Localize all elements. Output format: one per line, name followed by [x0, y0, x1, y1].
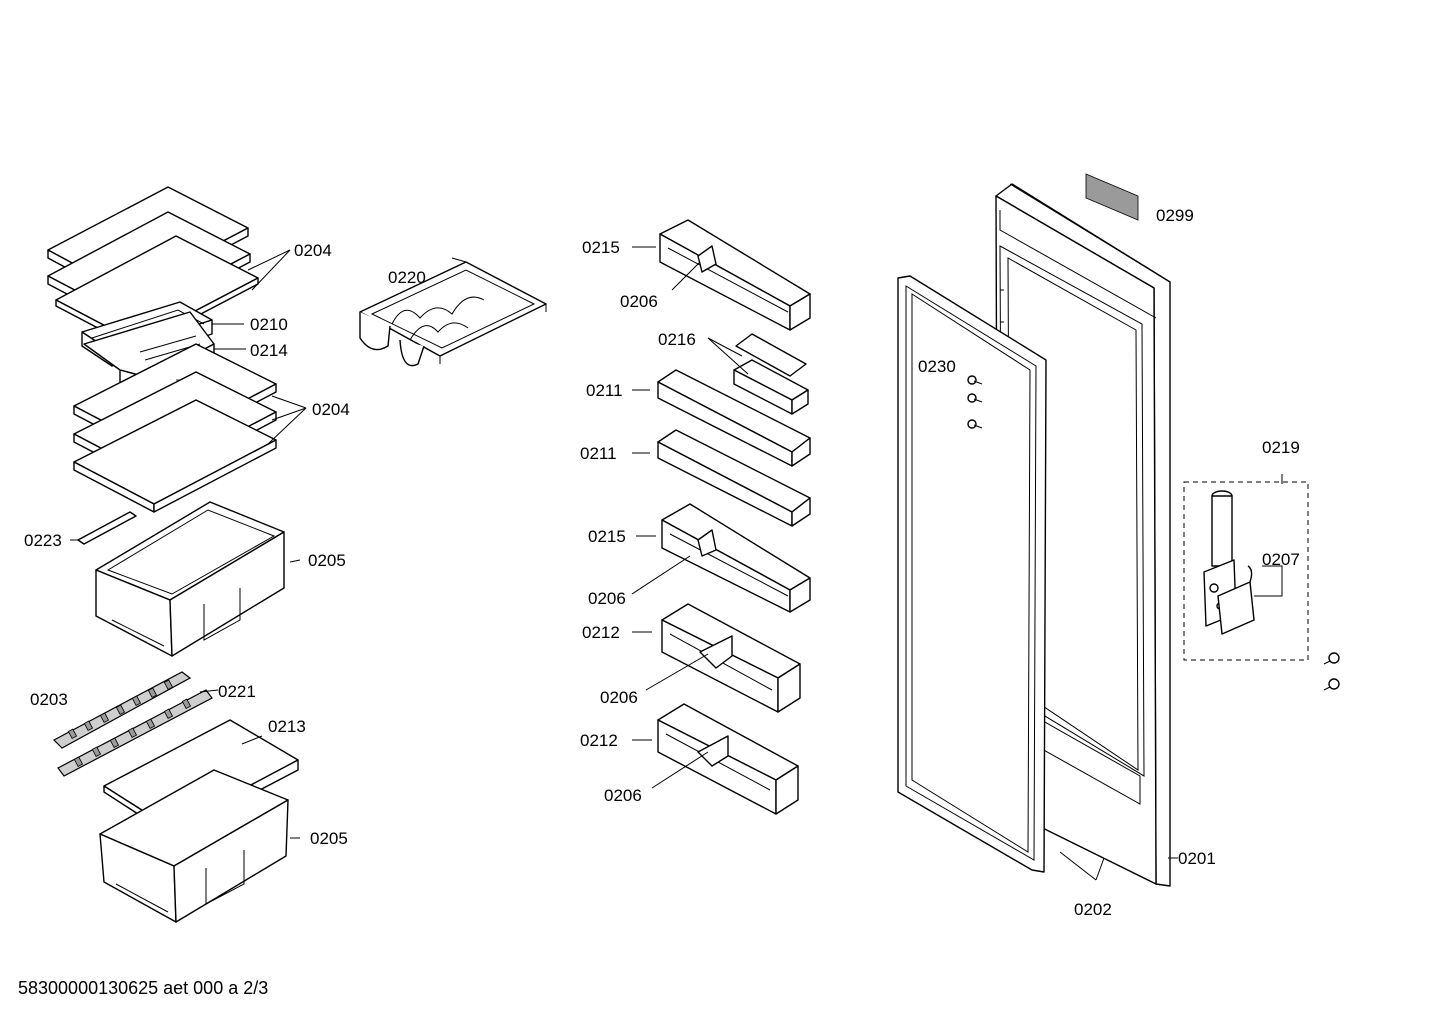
label-0204-bottom: 0204	[312, 400, 350, 419]
label-0205-upper: 0205	[308, 551, 346, 570]
label-0206-fourth: 0206	[604, 786, 642, 805]
label-0211-upper: 0211	[586, 381, 623, 400]
label-0206-first: 0206	[620, 292, 658, 311]
shelf-trim-strip-0223	[77, 511, 137, 545]
label-0219: 0219	[1262, 438, 1300, 457]
door-shelf-0212-lower	[657, 703, 799, 815]
label-0230: 0230	[918, 357, 956, 376]
bottle-rack-0220	[359, 257, 547, 367]
door-tray-0216	[733, 333, 809, 415]
door-gasket-0202	[897, 275, 1047, 873]
label-0212-lower: 0212	[580, 731, 618, 750]
crisper-grille-0203	[53, 671, 213, 777]
label-0215-middle: 0215	[588, 527, 626, 546]
label-0223: 0223	[24, 531, 62, 550]
label-0220: 0220	[388, 268, 426, 287]
door-shelf-0211-lower	[657, 429, 811, 527]
hinge-screws	[1323, 652, 1340, 691]
door-shelf-0215-top	[659, 219, 811, 331]
vegetable-drawer-upper	[95, 501, 285, 657]
label-0206-second: 0206	[588, 589, 626, 608]
door-shelf-0211-upper	[657, 369, 811, 467]
label-0211-lower: 0211	[580, 444, 617, 463]
leader-lines	[70, 246, 1283, 881]
label-0214: 0214	[250, 341, 288, 360]
vegetable-drawer-lower	[99, 769, 289, 923]
part-labels: 0204 0220 0210 0214 0204 0223 0205 0203 …	[24, 206, 1300, 919]
label-0204-top: 0204	[294, 241, 332, 260]
door-shelf-0215-middle	[661, 503, 811, 613]
label-0215-top: 0215	[582, 238, 620, 257]
label-0210: 0210	[250, 315, 288, 334]
door-shelf-0212-upper	[661, 603, 801, 713]
label-0206-third: 0206	[600, 688, 638, 707]
label-0202: 0202	[1074, 900, 1112, 919]
label-0201: 0201	[1178, 849, 1216, 868]
label-0212-upper: 0212	[582, 623, 620, 642]
label-0207: 0207	[1262, 550, 1300, 569]
document-id: 58300000130625 aet 000 a 2/3	[18, 978, 269, 998]
label-0216: 0216	[658, 330, 696, 349]
label-0203: 0203	[30, 690, 68, 709]
label-0213: 0213	[268, 717, 306, 736]
label-0221: 0221	[218, 682, 256, 701]
screws-0230	[967, 375, 983, 429]
glass-shelf-stack-bottom	[73, 343, 277, 513]
hinge-cover-0299	[1085, 173, 1139, 221]
hinge-assembly-0219	[1183, 481, 1309, 661]
label-0299: 0299	[1156, 206, 1194, 225]
label-0205-lower: 0205	[310, 829, 348, 848]
